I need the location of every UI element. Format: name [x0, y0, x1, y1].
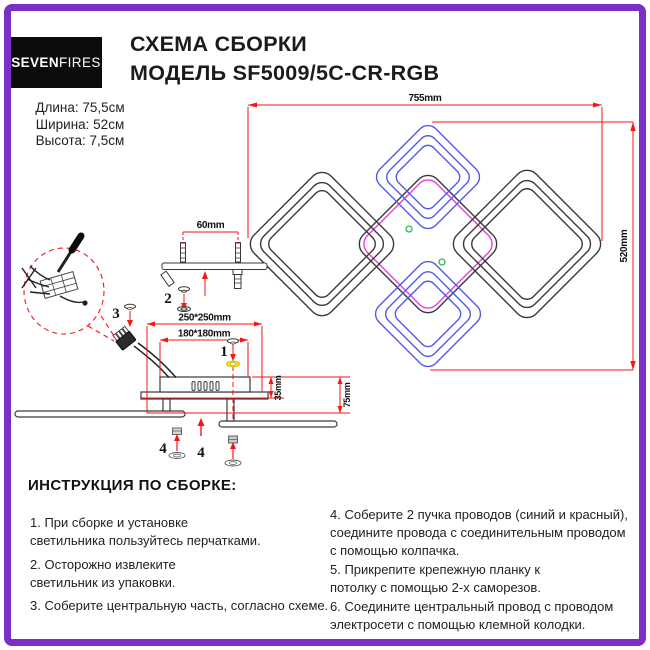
- screw-step-1: 1: [220, 338, 240, 368]
- screw-step-4b: 4: [197, 418, 205, 461]
- instruction-step-6: 6. Соедините центральный провод с провод…: [330, 599, 614, 632]
- screw-step-4a: 4: [159, 427, 186, 459]
- left-stem: [162, 398, 171, 412]
- side-view-dimensions: [140, 323, 350, 422]
- top-ring: [375, 124, 481, 230]
- wires: [21, 265, 84, 304]
- left-ring: [249, 171, 395, 317]
- brand-logo-bold: SEVEN: [11, 55, 59, 70]
- step-label-4a: 4: [159, 441, 167, 457]
- center-ring: [358, 174, 498, 314]
- driver-box: [159, 376, 251, 393]
- instruction-step-3: 3. Соберите центральную часть, согласно …: [30, 598, 329, 613]
- instruction-step-2: 2. Осторожно извлеките светильник из упа…: [30, 557, 176, 590]
- brand-logo-light: FIRES: [59, 55, 101, 70]
- vent-slots: [191, 381, 220, 391]
- step-label-4b: 4: [197, 445, 205, 461]
- step-label-1: 1: [220, 344, 228, 360]
- dim-label-60: 60mm: [197, 220, 225, 231]
- dim-label-755: 755mm: [409, 93, 442, 104]
- step-label-3: 3: [112, 306, 120, 322]
- screw-step-4c: [224, 435, 242, 467]
- connector-plug: [112, 325, 137, 351]
- mount-hole-marker: [438, 258, 446, 266]
- dim-label-75: 75mm: [342, 382, 352, 407]
- right-arm: [218, 420, 338, 428]
- spec-length: Длина: 75,5см: [35, 100, 125, 115]
- spec-height: Высота: 7,5см: [35, 133, 125, 149]
- right-ring: [452, 169, 602, 319]
- plan-dimensions: [247, 104, 634, 371]
- plan-dimension-arrows: [248, 102, 636, 370]
- step-label-2: 2: [164, 291, 172, 307]
- terminal-block: [39, 271, 79, 299]
- spec-list: Длина: 75,5см Ширина: 52см Высота: 7,5см: [20, 100, 140, 150]
- instructions-heading: ИНСТРУКЦИЯ ПО СБОРКЕ:: [28, 477, 237, 494]
- dim-label-180: 180*180mm: [178, 329, 231, 340]
- screw-icon: [177, 286, 191, 312]
- dim-label-250: 250*250mm: [178, 313, 231, 324]
- plan-view-rings: [249, 124, 602, 368]
- screw-step-3: 3: [112, 303, 136, 327]
- side-view-dimension-arrows: [147, 321, 343, 413]
- screwdriver-icon: [56, 232, 85, 273]
- mounting-bracket: 60mm 2: [160, 220, 268, 312]
- page-title: СХЕМА СБОРКИ МОДЕЛЬ SF5009/5C-CR-RGB: [130, 32, 440, 86]
- mount-hole-marker: [405, 225, 413, 233]
- instruction-step-4: 4. Соберите 2 пучка проводов (синий и кр…: [330, 507, 628, 558]
- side-view-base: [14, 325, 338, 428]
- wiring-callout: [21, 232, 117, 342]
- connector-wires: [133, 342, 177, 379]
- spec-width: Ширина: 52см: [35, 116, 125, 132]
- dim-label-35: 35mm: [273, 375, 283, 400]
- left-arm: [14, 410, 186, 418]
- instruction-step-5: 5. Прикрепите крепежную планку к потолку…: [330, 562, 541, 595]
- bottom-ring: [374, 260, 482, 368]
- dim-label-520: 520mm: [619, 229, 630, 262]
- instruction-step-1: 1. При сборке и установке светильника по…: [30, 515, 261, 548]
